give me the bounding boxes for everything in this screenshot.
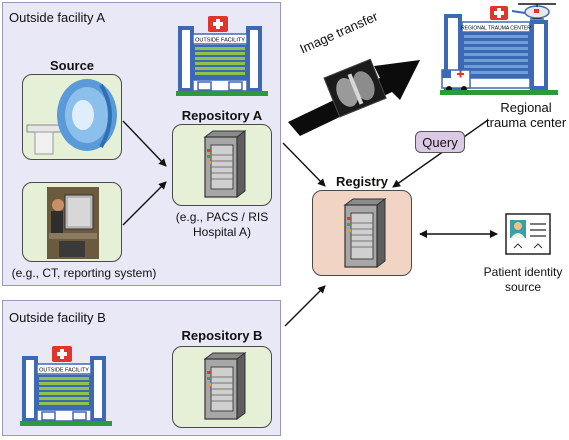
repository-b-server-icon [203, 352, 247, 420]
facility-b-label: Outside facility B [9, 310, 106, 325]
ct-scanner-icon [26, 79, 117, 155]
facility-a-label: Outside facility A [9, 10, 106, 25]
repository-a-to-registry-arrow [282, 142, 326, 187]
trauma-center-building-sign: REGIONAL TRAUMA CENTER [461, 26, 531, 32]
repository-a-label: Repository A [181, 108, 263, 123]
reporting-workstation-icon [47, 187, 99, 259]
trauma-center-building-icon: REGIONAL TRAUMA CENTER [440, 3, 558, 95]
registry-node [312, 190, 412, 276]
helicopter-icon [511, 3, 556, 20]
chest-xray-icon [323, 58, 387, 118]
trauma-center-to-registry-arrow [392, 119, 489, 188]
source-ct-node [22, 74, 122, 160]
repository-a-server-icon [203, 130, 247, 198]
facility-a-building-icon: OUTSIDE FACILITY [176, 16, 268, 96]
source-caption: (e.g., CT, reporting system) [11, 266, 157, 280]
patient-identity-label-1: Patient identity [483, 265, 563, 279]
repository-b-node [172, 346, 272, 428]
repository-b-label: Repository B [181, 328, 263, 343]
query-badge: Query [415, 131, 465, 153]
registry-server-icon [343, 198, 387, 268]
ambulance-icon [441, 69, 471, 92]
repository-b-to-registry-arrow [284, 285, 326, 327]
source-label: Source [49, 58, 95, 73]
patient-id-card-icon [505, 213, 551, 255]
repository-a-caption-2: Hospital A) [192, 225, 252, 239]
query-label: Query [422, 135, 458, 150]
reporting-to-repository-arrow [122, 181, 167, 226]
repository-a-caption-1: (e.g., PACS / RIS [175, 210, 269, 224]
trauma-center-label-2: trauma center [486, 115, 567, 130]
source-to-repository-arrow [122, 120, 167, 167]
image-transfer-arrow [288, 58, 420, 136]
trauma-center-label-1: Regional [500, 100, 552, 115]
facility-a-building-sign: OUTSIDE FACILITY [195, 38, 245, 44]
repository-a-node [172, 124, 272, 206]
facility-b-building-icon: OUTSIDE FACILITY [20, 346, 112, 426]
patient-identity-label-2: source [504, 280, 542, 294]
facility-b-building-sign: OUTSIDE FACILITY [39, 368, 89, 374]
reporting-system-node [22, 182, 122, 262]
registry-label: Registry [335, 174, 389, 189]
